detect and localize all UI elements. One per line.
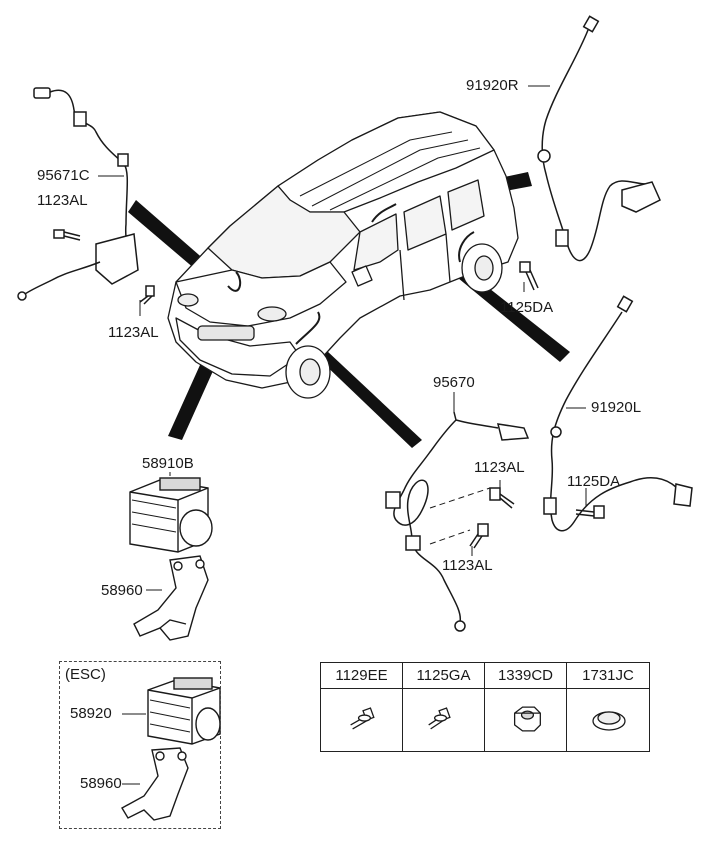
callout-1123al-front-left-upper: 1123AL — [37, 192, 88, 209]
callout-58960-esc: 58960 — [80, 775, 122, 792]
leader-band-rear-left-sensor — [458, 270, 570, 362]
callout-95671c: 95671C — [37, 167, 90, 184]
grommet-plug-icon — [592, 711, 626, 731]
roof-rails — [299, 131, 481, 211]
front-left-sensor-assembly — [17, 87, 155, 305]
parts-table-header: 1339CD — [485, 663, 566, 689]
parts-table-column: 1339CD — [485, 663, 567, 751]
grille — [197, 325, 255, 341]
parts-table-column: 1731JC — [567, 663, 649, 751]
headlamp-right — [257, 306, 287, 322]
parts-table-header: 1125GA — [403, 663, 484, 689]
abs-bracket-icon — [133, 555, 209, 641]
cable-clip-icon — [555, 229, 569, 247]
sensor-head-icon — [673, 483, 693, 507]
sensor-connector-icon — [33, 87, 51, 99]
front-right-sensor-assembly — [385, 411, 530, 632]
cable-clip-icon — [385, 491, 401, 509]
esc-variant-box — [59, 661, 221, 829]
sensor-head-icon — [95, 233, 139, 285]
esc-bracket-icon — [121, 747, 189, 821]
headlamp-left — [177, 293, 199, 307]
leader-band-front-right-sensor — [318, 350, 422, 448]
cable-grommet-icon — [537, 149, 551, 163]
cable-clip-icon — [405, 535, 421, 551]
side-mirror — [351, 265, 373, 287]
sensor-tip-icon — [454, 620, 466, 632]
callout-95670: 95670 — [433, 374, 475, 391]
sensor-connector-icon — [582, 15, 600, 33]
abs-module-icon — [129, 477, 213, 553]
callout-leaders — [98, 85, 587, 556]
callout-1123al-front-right-lower: 1123AL — [442, 557, 493, 574]
bolt-icon — [139, 285, 155, 305]
callout-1123al-front-left-lower: 1123AL — [108, 324, 159, 341]
sensor-lead — [21, 261, 101, 297]
wiring-harness — [227, 203, 475, 345]
hex-nut-icon — [513, 706, 541, 732]
esc-tag: (ESC) — [65, 666, 106, 683]
hood-line — [175, 261, 347, 327]
callout-58920: 58920 — [70, 705, 112, 722]
cable-grommet-icon — [550, 426, 562, 438]
callout-1123al-front-right-upper: 1123AL — [474, 459, 525, 476]
rear-right-sensor-assembly — [519, 15, 661, 291]
rear-left-sensor-assembly — [543, 295, 693, 532]
bolt-icon — [575, 505, 605, 519]
sensor-cable — [393, 411, 499, 623]
callout-58960-abs: 58960 — [101, 582, 143, 599]
parts-table-header: 1731JC — [567, 663, 649, 689]
door-line — [399, 233, 451, 301]
bolt-icon — [469, 523, 489, 549]
parts-table-column: 1125GA — [403, 663, 485, 751]
side-window-front — [353, 213, 399, 271]
parts-table-header: 1129EE — [321, 663, 402, 689]
cable-grommet-icon — [73, 111, 87, 127]
sensor-head-icon — [621, 181, 661, 213]
callout-1125da-rear-left: 1125DA — [567, 473, 621, 490]
sensor-cable — [541, 29, 647, 262]
callout-58910b: 58910B — [142, 455, 194, 472]
callout-1125da-rear-right: 1125DA — [500, 299, 554, 316]
bolt-icon — [519, 261, 539, 291]
vehicle-illustration — [167, 111, 519, 399]
sensor-tip-icon — [17, 291, 27, 301]
sensor-connector-icon — [616, 295, 634, 313]
parts-table: 1129EE 1125GA 1339CD — [320, 662, 650, 752]
sensor-cable — [549, 311, 689, 532]
cable-clip-icon — [117, 153, 129, 167]
bolt-icon — [53, 229, 81, 241]
sensor-connector-icon — [496, 423, 530, 441]
callout-91920l: 91920L — [591, 399, 642, 416]
esc-module-icon — [147, 677, 221, 745]
callout-91920r: 91920R — [466, 77, 519, 94]
bolt-icon — [489, 487, 515, 509]
side-window-quarter — [447, 179, 485, 231]
bolt-flange-icon — [350, 707, 375, 730]
rear-wheel-hub — [474, 255, 494, 281]
cable-clip-icon — [543, 497, 557, 515]
parts-table-column: 1129EE — [321, 663, 403, 751]
front-wheel-hub — [299, 358, 321, 386]
bolt-washer-icon — [428, 707, 451, 730]
guide-dashes — [429, 487, 491, 545]
